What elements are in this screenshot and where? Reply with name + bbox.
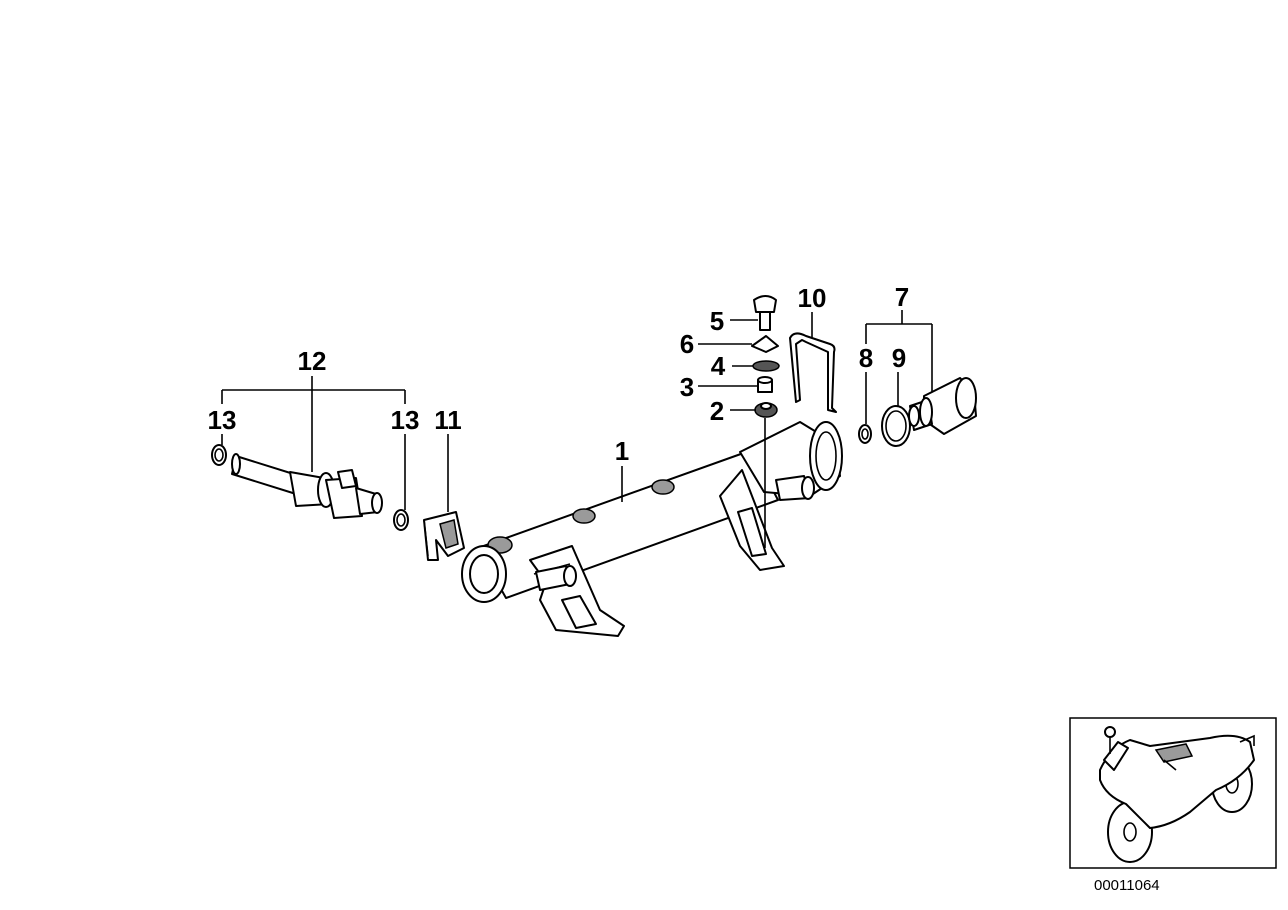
callout-9: 9 bbox=[892, 343, 906, 373]
callout-8: 8 bbox=[859, 343, 873, 373]
retaining-clip bbox=[789, 332, 837, 413]
callout-10: 10 bbox=[798, 283, 827, 313]
callout-4: 4 bbox=[711, 351, 726, 381]
callout-13-right: 13 bbox=[391, 405, 420, 435]
motorcycle-locator-inset bbox=[1069, 717, 1277, 869]
document-number: 00011064 bbox=[1094, 877, 1160, 894]
callout-11: 11 bbox=[434, 405, 462, 435]
rubber-mount bbox=[754, 402, 778, 418]
injector-seal-left bbox=[211, 444, 227, 466]
washer bbox=[751, 335, 779, 353]
leader-lines bbox=[221, 310, 933, 512]
callout-6: 6 bbox=[680, 329, 694, 359]
callout-1: 1 bbox=[615, 436, 629, 466]
small-parts-stack bbox=[751, 295, 780, 548]
spacer bbox=[757, 376, 773, 393]
callout-labels: 1 2 3 4 5 6 7 8 9 10 11 12 13 13 bbox=[208, 282, 910, 466]
seal-ring-large bbox=[881, 405, 911, 447]
motorcycle-icon bbox=[1099, 726, 1255, 863]
callout-7: 7 bbox=[895, 282, 909, 312]
callout-3: 3 bbox=[680, 372, 694, 402]
seal-ring-small bbox=[858, 424, 872, 444]
pressure-regulator bbox=[908, 377, 977, 435]
ring bbox=[752, 360, 780, 372]
callout-2: 2 bbox=[710, 396, 724, 426]
callout-5: 5 bbox=[710, 306, 724, 336]
fuel-rail bbox=[461, 421, 843, 637]
callout-13-left: 13 bbox=[208, 405, 237, 435]
bolt bbox=[753, 295, 777, 331]
injector-seal-right bbox=[393, 509, 409, 531]
clamp bbox=[423, 511, 465, 561]
callout-12: 12 bbox=[298, 346, 327, 376]
fuel-injector bbox=[231, 453, 383, 519]
